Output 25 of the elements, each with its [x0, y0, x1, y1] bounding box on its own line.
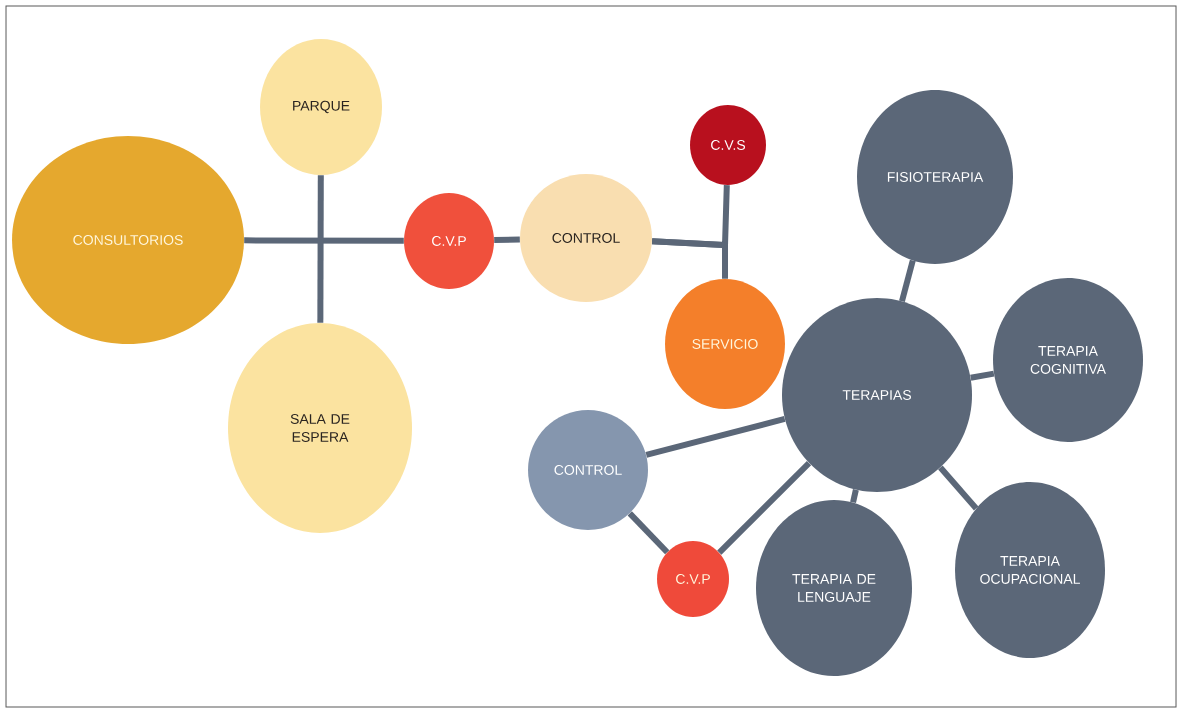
circle-node: C.V.S: [690, 105, 766, 185]
connector-line: [627, 511, 670, 555]
circle-node: CONSULTORIOS: [12, 136, 244, 344]
connector-line: [317, 175, 324, 323]
circle-node: PARQUE: [260, 39, 382, 175]
connector-line: [850, 489, 859, 504]
circle-node: TERAPIA COGNITIVA: [993, 278, 1143, 442]
circle-node: CONTROL: [520, 174, 652, 302]
circle-node: C.V.P: [404, 193, 494, 289]
circle-node: TERAPIAS: [782, 298, 972, 492]
connector-line: [970, 370, 995, 381]
connector-line: [651, 238, 728, 279]
connector-line: [645, 416, 786, 458]
circle-node: SALA DE ESPERA: [228, 323, 412, 533]
circle-node: TERAPIA DE LENGUAJE: [756, 500, 912, 676]
connector-line: [244, 237, 404, 244]
circle-node: C.V.P: [657, 541, 729, 617]
connector-line: [899, 259, 916, 302]
circle-node: SERVICIO: [665, 279, 785, 409]
connector-line: [717, 460, 812, 555]
connector-line: [938, 465, 979, 511]
connector-line: [494, 236, 520, 243]
circle-node: TERAPIA OCUPACIONAL: [955, 482, 1105, 658]
circle-node: CONTROL: [528, 410, 648, 530]
circle-node: FISIOTERAPIA: [857, 90, 1013, 264]
